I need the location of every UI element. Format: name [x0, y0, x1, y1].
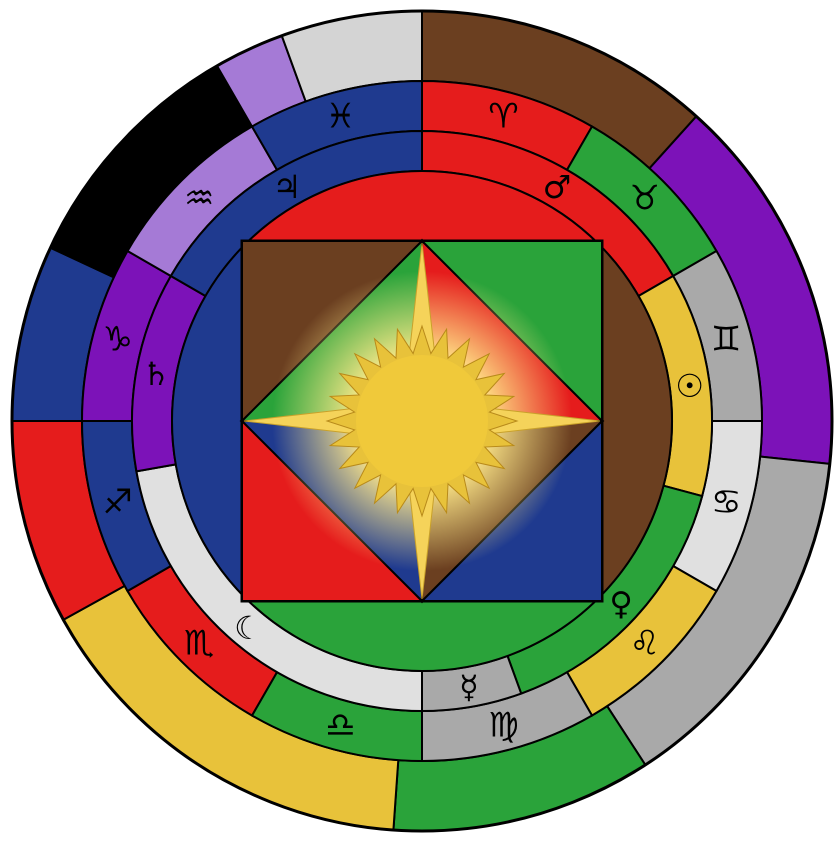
center-square [242, 241, 602, 601]
virgo-glyph-icon: ♍ [488, 705, 518, 745]
capricorn-glyph-icon: ♑ [102, 319, 132, 359]
leo-glyph-icon: ♌ [629, 624, 659, 664]
aries-glyph-icon: ♈ [488, 97, 518, 137]
sun-glyph-icon: ☉ [675, 367, 704, 405]
mars-glyph-icon: ♂ [543, 168, 572, 206]
saturn-glyph-icon: ♄ [142, 355, 171, 393]
gemini-glyph-icon: ♊ [711, 319, 741, 359]
libra-glyph-icon: ♎ [325, 705, 355, 745]
cancer-glyph-icon: ♋ [711, 483, 741, 523]
pisces-glyph-icon: ♓ [325, 97, 355, 137]
taurus-glyph-icon: ♉ [629, 178, 659, 218]
sagittarius-glyph-icon: ♐ [102, 483, 132, 523]
jupiter-glyph-icon: ♃ [273, 168, 302, 206]
sun-core [356, 355, 488, 487]
scorpio-glyph-icon: ♏ [184, 624, 214, 664]
aquarius-glyph-icon: ♒ [184, 178, 214, 218]
venus-glyph-icon: ♀ [609, 584, 632, 622]
moon-glyph-icon: ☾ [234, 609, 263, 647]
mercury-glyph-icon: ☿ [459, 668, 479, 706]
